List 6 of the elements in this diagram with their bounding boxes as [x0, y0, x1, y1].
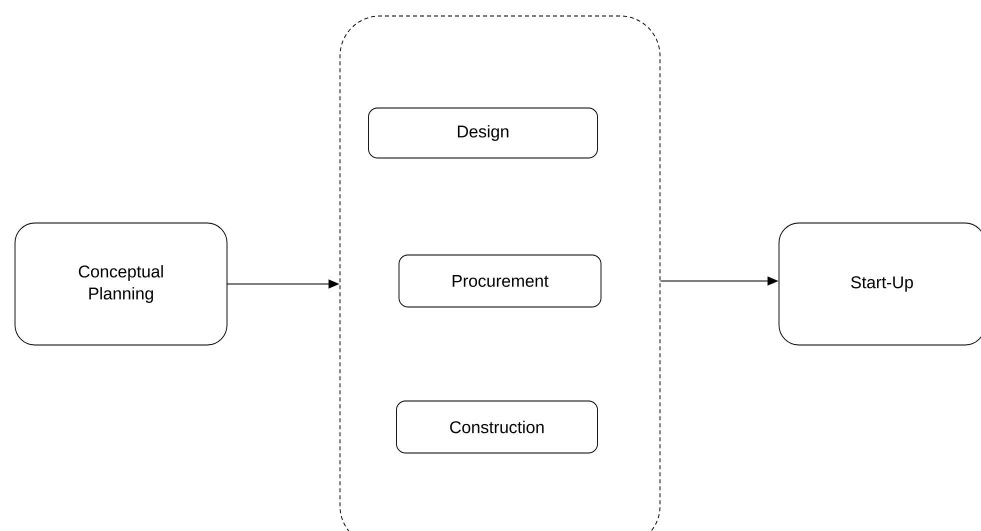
group-box: [340, 16, 660, 531]
process-box: Design: [368, 108, 598, 158]
process-box: Start-Up: [778, 222, 981, 346]
process-box: Construction: [396, 400, 598, 454]
process-box: Procurement: [398, 254, 602, 308]
process-box: Conceptual Planning: [14, 222, 228, 346]
